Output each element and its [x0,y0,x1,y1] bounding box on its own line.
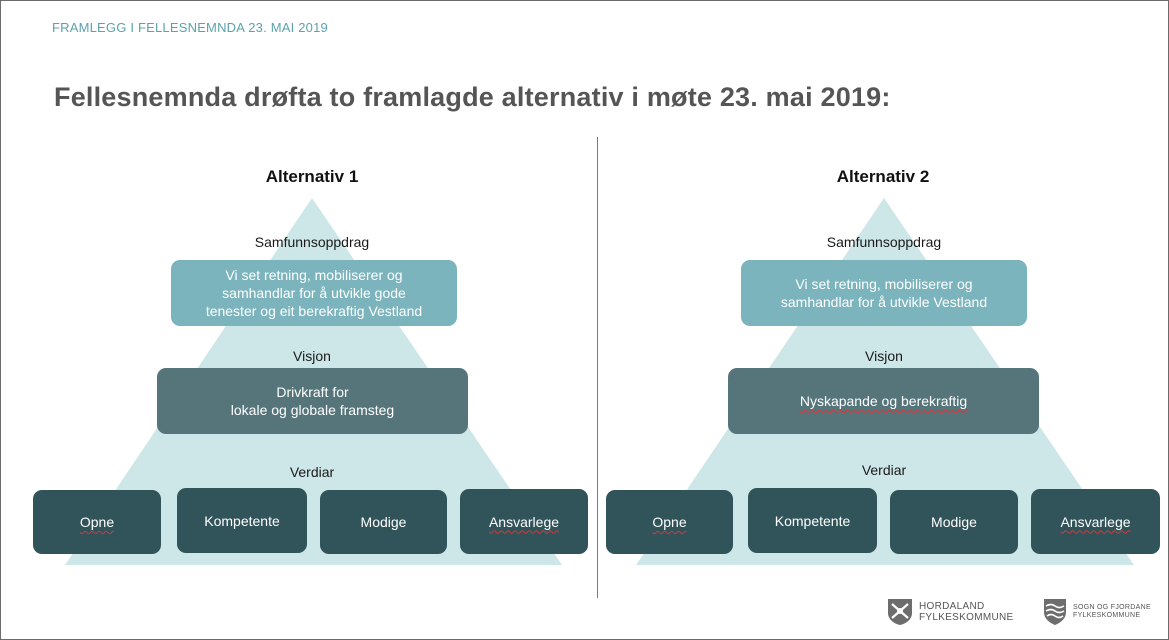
alternative-1-title: Alternativ 1 [265,167,359,186]
alternative-2-value-modige: Modige [890,490,1018,554]
alternative-2-vision-box: Nyskapande og berekraftig [728,368,1039,434]
value-label: Modige [931,514,977,530]
value-label: Opne [79,514,115,530]
alternative-1-vision-label: Visjon [293,348,331,364]
value-label: Ansvarlege [488,513,560,530]
alternative-2-value-ansvarlege: Ansvarlege [1031,489,1160,554]
value-label: Modige [360,514,407,530]
alternative-1-value-opne: Opne [33,490,161,554]
alternative-2-values-label: Verdiar [861,462,907,478]
alternative-1-mission-box: Vi set retning, mobiliserer og samhandla… [171,260,457,326]
alternative-1-value-modige: Modige [320,490,447,554]
vision-text: Nyskapande og berekraftig [799,393,968,409]
alternative-2-mission-box: Vi set retning, mobiliserer og samhandla… [741,260,1027,326]
sogn-line2: FYLKESKOMMUNE [1073,612,1141,619]
alternative-1-value-ansvarlege: Ansvarlege [460,489,588,554]
slide-eyebrow: FRAMLEGG I FELLESNEMNDA 23. MAI 2019 [52,20,328,35]
alternative-2-value-opne: Opne [606,490,733,554]
alternative-2-title: Alternativ 2 [836,167,930,186]
hordaland-logo-text: HORDALAND FYLKESKOMMUNE [919,601,1013,623]
wave-shield-icon [1044,599,1066,625]
hordaland-line2: FYLKESKOMMUNE [919,612,1014,623]
value-label: Kompetente [204,512,280,529]
sogn-logo-text: SOGN OG FJORDANE FYLKESKOMMUNE [1073,604,1151,620]
alternative-1-vision-box: Drivkraft for lokale og globale framsteg [157,368,468,434]
slide-title: Fellesnemnda drøfta to framlagde alterna… [54,82,891,112]
alternative-2-value-kompetente: Kompetente [748,488,877,553]
alternative-2-vision-label: Visjon [865,348,903,364]
column-divider [597,137,598,598]
sogn-og-fjordane-logo: SOGN OG FJORDANE FYLKESKOMMUNE [1043,598,1151,626]
alternative-1-mission-label: Samfunnsoppdrag [254,234,370,250]
hordaland-logo: HORDALAND FYLKESKOMMUNE [887,598,1013,626]
value-label: Kompetente [774,512,851,529]
hordaland-line1: HORDALAND [919,601,985,612]
alternative-2-pyramid: Alternativ 2 Samfunnsoppdrag Vi set retn… [598,0,1169,640]
sogn-line1: SOGN OG FJORDANE [1073,604,1151,611]
value-label: Opne [652,514,687,530]
alternative-1-pyramid: Alternativ 1 Samfunnsoppdrag Vi set retn… [33,167,588,565]
alternative-1-value-kompetente: Kompetente [177,488,307,553]
crest-icon [888,599,912,625]
value-label: Ansvarlege [1060,513,1131,530]
alternative-1-values-label: Verdiar [289,464,335,480]
alternative-2-mission-label: Samfunnsoppdrag [826,234,942,250]
